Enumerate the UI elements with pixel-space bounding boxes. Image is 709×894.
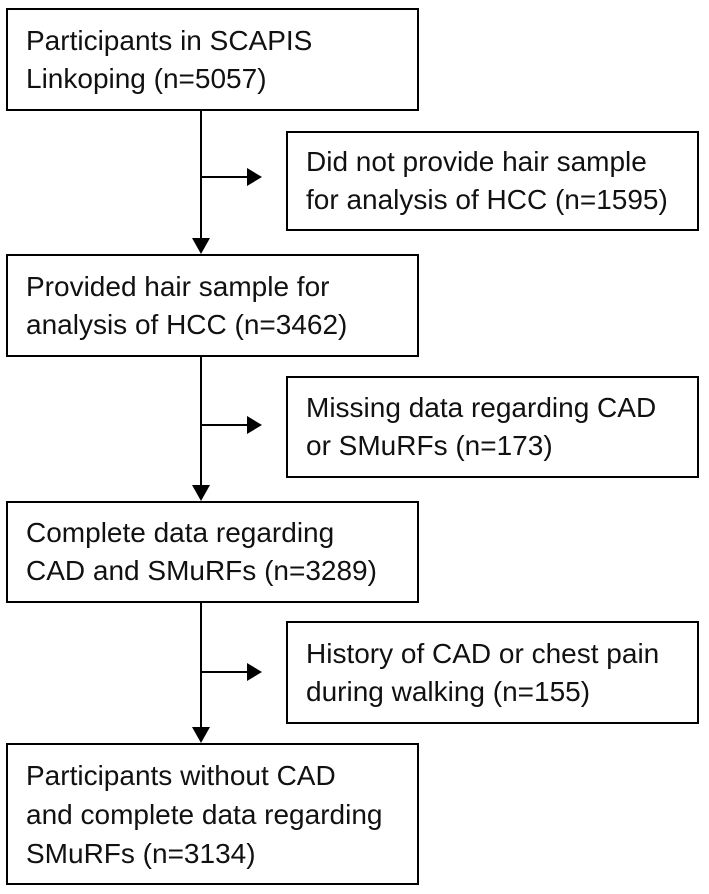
node-text-line: SMuRFs (n=3134) bbox=[26, 837, 256, 869]
arrowhead-right-3-icon bbox=[247, 663, 262, 681]
node-no-hair-sample: Did not provide hair sample for analysis… bbox=[286, 131, 699, 231]
node-text-line: History of CAD or chest pain bbox=[306, 637, 660, 669]
node-provided-hair-sample: Provided hair sample for analysis of HCC… bbox=[6, 254, 419, 357]
arrowhead-down-2-icon bbox=[192, 485, 210, 501]
node-text-line: during walking (n=155) bbox=[306, 675, 591, 707]
arrowhead-down-1-icon bbox=[192, 238, 210, 254]
node-history-cad: History of CAD or chest pain during walk… bbox=[286, 621, 699, 724]
node-participants-scapis: Participants in SCAPIS Linkoping (n=5057… bbox=[6, 8, 419, 111]
node-text-line: and complete data regarding bbox=[26, 798, 383, 830]
node-text-line: Participants without CAD bbox=[26, 759, 336, 791]
node-text-line: Complete data regarding bbox=[26, 517, 335, 548]
node-text-line: or SMuRFs (n=173) bbox=[306, 430, 553, 461]
arrowhead-down-3-icon bbox=[192, 727, 210, 743]
node-text-line: Did not provide hair sample bbox=[306, 146, 647, 177]
node-text-line: Linkoping (n=5057) bbox=[26, 62, 267, 94]
arrowhead-right-1-icon bbox=[247, 168, 262, 186]
node-participants-without-cad: Participants without CAD and complete da… bbox=[6, 743, 419, 885]
node-text-line: for analysis of HCC (n=1595) bbox=[306, 184, 668, 215]
node-text-line: Provided hair sample for bbox=[26, 270, 330, 302]
node-missing-data: Missing data regarding CAD or SMuRFs (n=… bbox=[286, 376, 699, 478]
node-text-line: analysis of HCC (n=3462) bbox=[26, 308, 348, 340]
node-text-line: CAD and SMuRFs (n=3289) bbox=[26, 555, 377, 586]
arrowhead-right-2-icon bbox=[247, 416, 262, 434]
node-text-line: Participants in SCAPIS bbox=[26, 24, 313, 56]
node-complete-data: Complete data regarding CAD and SMuRFs (… bbox=[6, 501, 419, 603]
node-text-line: Missing data regarding CAD bbox=[306, 392, 657, 423]
